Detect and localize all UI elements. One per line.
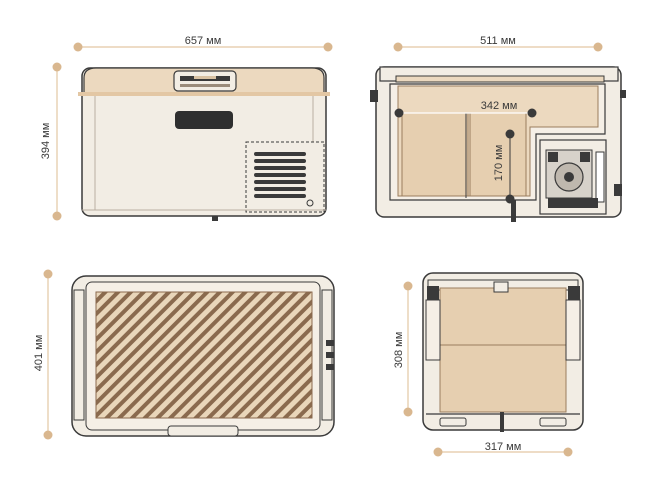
compressor-unit [539,139,607,215]
front-height-label: 394 мм [40,123,52,160]
top-view: 401 мм [33,269,335,440]
section-view: 511 мм 342 мм 170 мм [370,35,626,222]
side-width-dimension: 317 мм [433,441,573,457]
section-inner-height-label: 170 мм [493,145,505,182]
section-inner-width-label: 342 мм [481,100,518,112]
control-display [175,111,233,129]
top-depth-dimension: 401 мм [33,269,53,440]
side-height-dimension: 308 мм [393,281,413,417]
front-width-dimension: 657 мм [73,35,333,52]
section-width-label: 511 мм [480,35,516,47]
top-depth-label: 401 мм [33,335,45,372]
section-inner-width-dimension: 342 мм [394,100,537,118]
side-interior [439,287,567,413]
front-view: 657 мм 394 мм [40,35,333,221]
front-width-label: 657 мм [185,35,222,47]
vent-grille [254,152,306,198]
basket-left [401,112,469,197]
section-width-dimension: 511 мм [393,35,603,52]
side-view: 308 мм 317 мм [393,272,584,457]
front-height-dimension: 394 мм [40,62,62,221]
side-width-label: 317 мм [485,441,522,453]
side-height-label: 308 мм [393,332,405,369]
basket-right [469,112,527,197]
lid-texture [95,291,313,419]
